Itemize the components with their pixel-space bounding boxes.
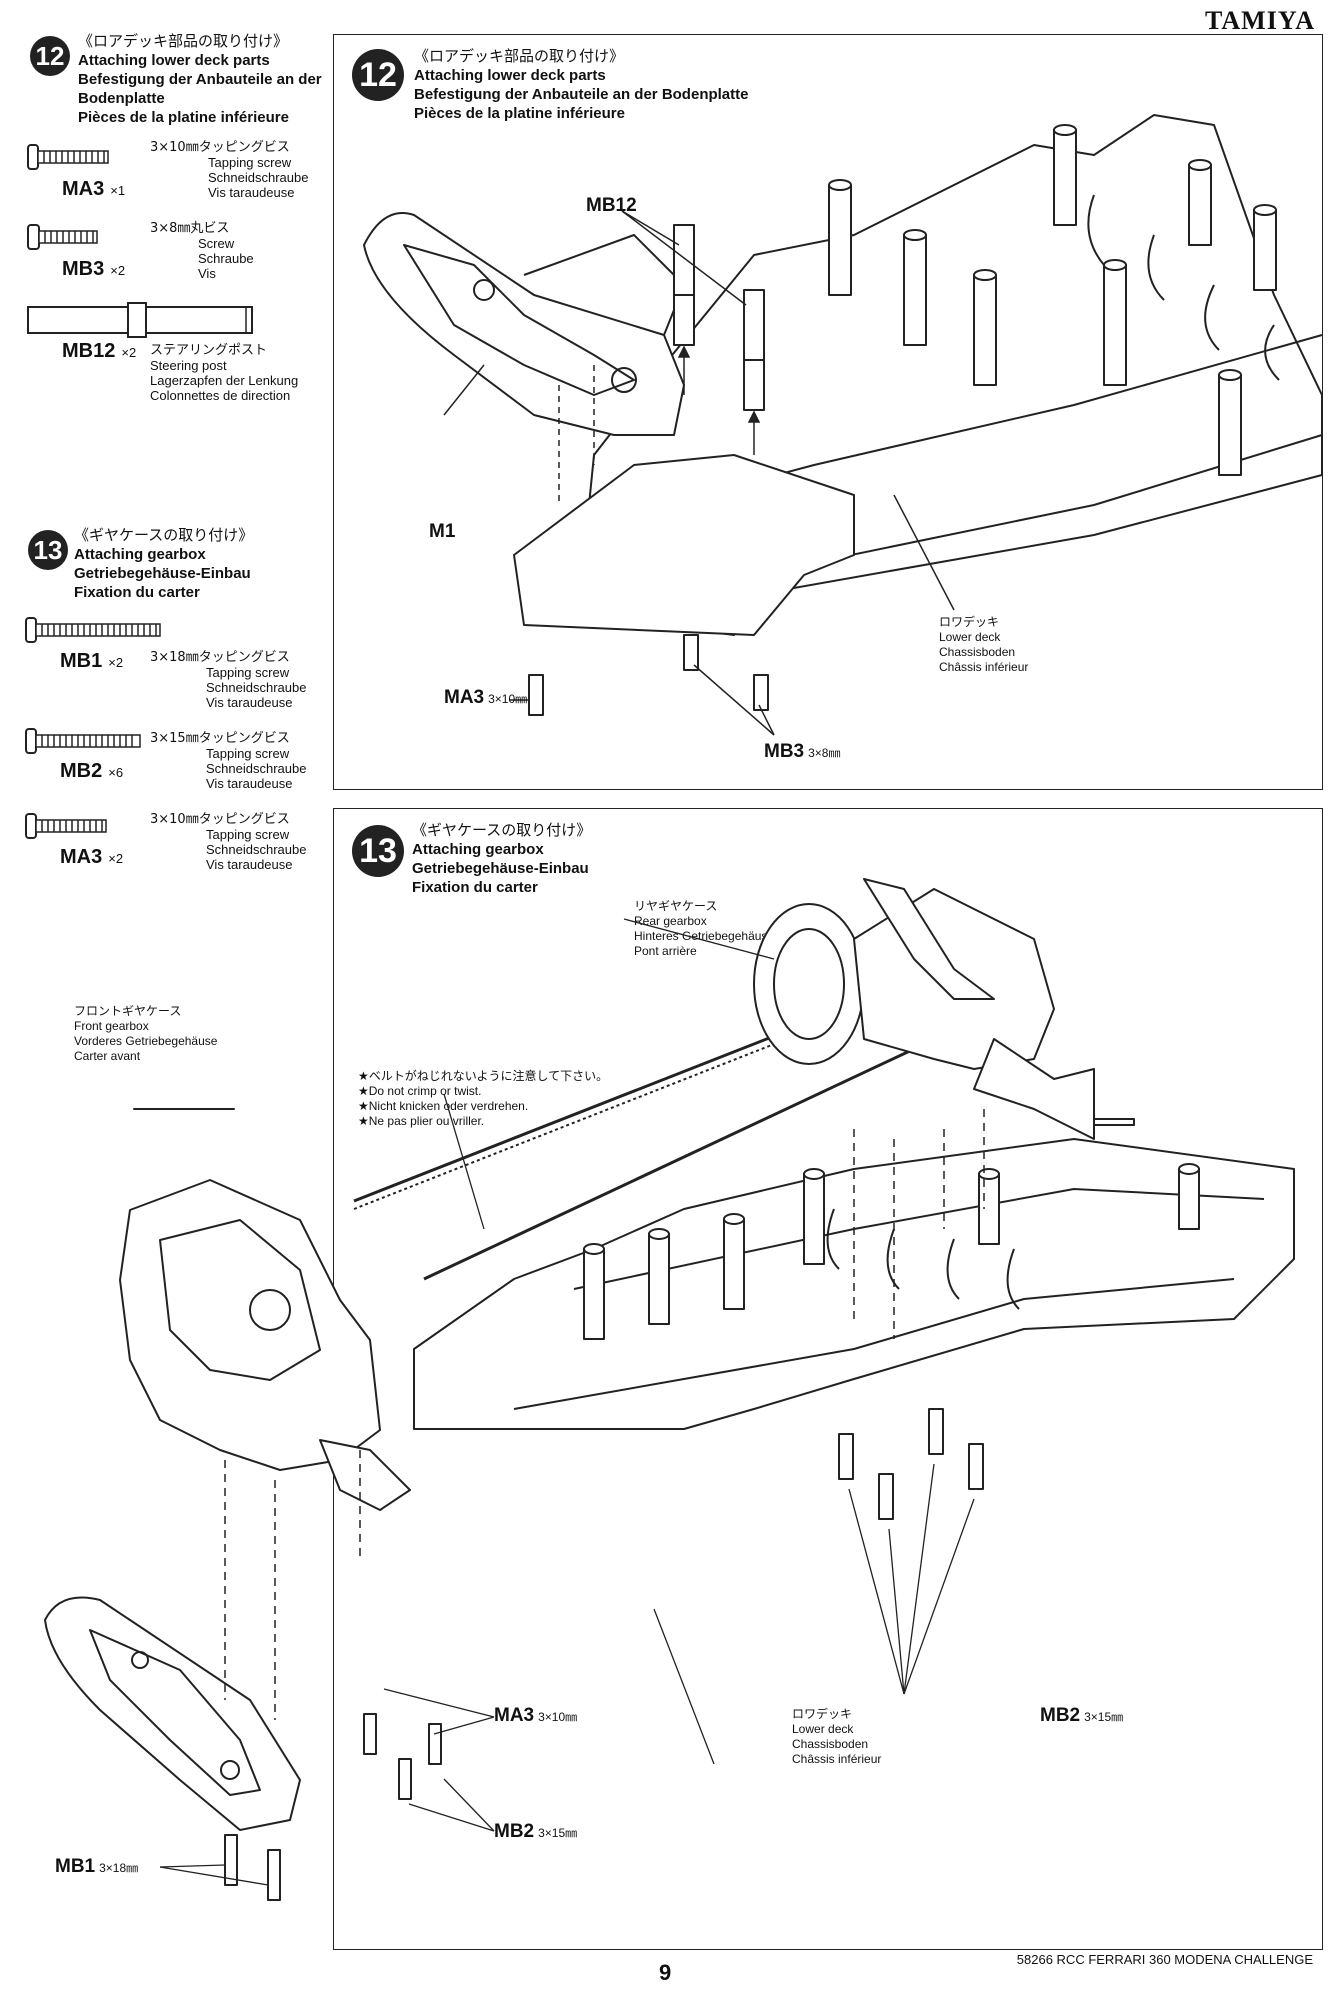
steering-post-icon [27,302,253,338]
step-13-panel-badge: 13 [352,825,404,877]
front-gearbox-and-bumper-drawing [44,1179,411,1901]
part-ma3-code-step13: MA3×2 [60,846,124,868]
gearbox-assembly-drawing [133,878,1295,1832]
ma3-screw-icon [27,144,109,170]
label-m1: M1 [429,521,456,542]
step-13-badge: 13 [28,530,68,570]
step-12-panel: 12 《ロアデッキ部品の取り付け》 Attaching lower deck p… [333,34,1323,790]
page-number: 9 [659,1960,672,1985]
brand-logo: TAMIYA [1204,6,1315,35]
label-front-gearbox: フロントギヤケース Front gearbox Vorderes Getrieb… [74,1004,218,1063]
part-mb3-desc: 3×8㎜丸ビス Screw Schraube Vis [150,221,254,281]
step-12-badge: 12 [30,36,70,76]
step-13-side-title: 《ギヤケースの取り付け》 Attaching gearbox Getriebeg… [74,526,254,601]
part-mb1-desc: 3×18㎜タッピングビス Tapping screw Schneidschrau… [150,650,307,710]
label-rear-gearbox: リヤギヤケース Rear gearbox Hinteres Getriebege… [634,899,775,958]
step-13-panel-title: 《ギヤケースの取り付け》 Attaching gearbox Getriebeg… [412,821,592,896]
lower-deck-assembly-drawing [363,114,1323,736]
footer-product: 58266 RCC FERRARI 360 MODENA CHALLENGE [1016,1952,1313,1967]
mb1-screw-icon [25,617,161,643]
label-mb12: MB12 [586,195,637,216]
step-12-panel-badge: 12 [352,49,404,101]
label-lower-deck-step13: ロワデッキ Lower deck Chassisboden Châssis in… [792,1707,882,1766]
mb3-screw-icon [27,224,98,250]
part-ma3-desc-step13: 3×10㎜タッピングビス Tapping screw Schneidschrau… [150,812,307,872]
part-mb1-code: MB1×2 [60,650,124,672]
part-mb12-desc: ステアリングポスト Steering post Lagerzapfen der … [150,343,299,403]
part-ma3-code: MA3×1 [62,178,126,200]
label-lower-deck: ロワデッキ Lower deck Chassisboden Châssis in… [939,615,1029,674]
part-mb2-code: MB2×6 [60,760,124,782]
belt-note: ★ベルトがねじれないように注意して下さい。 ★Do not crimp or t… [358,1069,609,1128]
part-mb12-code: MB12×2 [62,340,137,362]
step-12-side-title: 《ロアデッキ部品の取り付け》 Attaching lower deck part… [78,32,322,126]
step-12-panel-title: 《ロアデッキ部品の取り付け》 Attaching lower deck part… [414,47,749,122]
ma3-screw-icon-step13 [25,813,107,839]
step-13-panel: 13 《ギヤケースの取り付け》 Attaching gearbox Getrie… [133,808,1323,1950]
mb2-screw-icon [25,728,141,754]
part-mb3-code: MB3×2 [62,258,126,280]
part-ma3-desc: 3×10㎜タッピングビス Tapping screw Schneidschrau… [150,140,309,200]
part-mb2-desc: 3×15㎜タッピングビス Tapping screw Schneidschrau… [150,731,307,791]
